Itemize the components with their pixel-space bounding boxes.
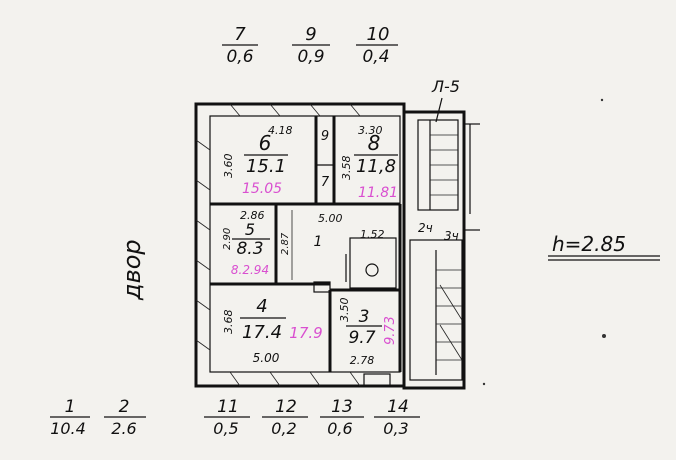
fraction-value: 0,6 — [327, 419, 352, 438]
scan-dot — [482, 382, 486, 386]
room-5-number: 5 — [245, 220, 255, 239]
stairwell — [402, 110, 480, 390]
room-8-dim-top: 3.30 — [358, 124, 383, 137]
room-5-pink-area: 8.2.94 — [231, 263, 269, 277]
bottom-fraction-11: 11 0,5 — [204, 397, 250, 438]
stairwell-outer — [402, 110, 466, 390]
room-3: 3 9.7 3.50 2.78 9.73 — [338, 298, 398, 368]
scan-dot — [602, 334, 606, 338]
column-block — [313, 281, 331, 293]
stair-steps-upper — [430, 134, 458, 196]
room-wc-outline — [349, 237, 397, 289]
fraction-value: 0,3 — [383, 419, 408, 438]
room-3-area: 9.7 — [348, 328, 375, 348]
bottom-fraction-12: 12 0,2 — [262, 397, 308, 438]
room-7-number: 7 — [321, 175, 330, 190]
room-3-number: 3 — [359, 307, 370, 327]
fraction-value: 0,9 — [297, 47, 324, 67]
room-5-area: 8.3 — [236, 239, 263, 259]
yard-label: двор — [118, 239, 146, 301]
entrance-door — [363, 373, 391, 387]
fraction-value: 0,5 — [213, 419, 238, 438]
fraction-value: 0,6 — [226, 47, 253, 67]
room-6-dim-top: 4.18 — [268, 124, 293, 137]
stair-steps-lower — [436, 269, 463, 361]
fraction-value: 0,4 — [362, 47, 389, 67]
fraction-number: 13 — [331, 397, 353, 417]
top-fraction-7: 7 0,6 — [222, 24, 258, 67]
room-9-number: 9 — [321, 129, 329, 144]
room-8-pink-area: 11.81 — [358, 185, 398, 201]
room-1: 5.00 1 — [314, 212, 343, 250]
ceiling-height: h=2.85 — [548, 232, 660, 261]
fraction-number: 9 — [305, 24, 316, 45]
room-3-dim-bottom: 2.78 — [350, 354, 375, 367]
room-wc-dim-top: 1.52 — [360, 228, 385, 241]
fraction-value: 10.4 — [50, 419, 86, 438]
stairwell-lower — [409, 239, 463, 381]
room-6: 4.18 6 15.1 3.60 15.05 — [222, 124, 293, 197]
fraction-number: 14 — [387, 397, 409, 417]
fraction-number: 1 — [65, 397, 76, 417]
fraction-value: 0,2 — [271, 419, 296, 438]
stair-room-2-label: 2ч — [418, 221, 433, 235]
ceiling-height-label: h=2.85 — [552, 232, 626, 256]
room-5-dim-inner: 2.87 — [280, 232, 291, 255]
room-8: 3.30 8 11,8 3.58 11.81 — [340, 124, 398, 201]
room-4-dim-bottom: 5.00 — [253, 351, 280, 365]
room-9: 9 — [321, 129, 329, 144]
fraction-number: 10 — [367, 24, 390, 45]
fraction-number: 7 — [234, 24, 246, 45]
room-4-number: 4 — [256, 296, 267, 317]
room-6-pink-area: 15.05 — [242, 181, 282, 197]
toilet-symbol — [365, 263, 379, 277]
room-8-number: 8 — [368, 131, 381, 155]
fraction-number: 11 — [217, 397, 239, 417]
bottom-fraction-1: 1 10.4 — [50, 397, 90, 438]
room-6-area: 15.1 — [246, 156, 286, 177]
wall-hatching-bottom — [229, 371, 361, 387]
room-wc: 1.52 — [360, 228, 385, 241]
room-6-number: 6 — [259, 131, 272, 155]
room-8-dim-side: 3.58 — [340, 156, 353, 181]
room-6-dim-side: 3.60 — [222, 154, 235, 179]
top-fraction-9: 9 0,9 — [292, 24, 330, 67]
wall-hatching-left — [195, 139, 211, 351]
fraction-number: 2 — [119, 397, 130, 417]
top-fraction-10: 10 0,4 — [356, 24, 398, 67]
room-5-dim-side: 2.90 — [222, 228, 233, 250]
stair-label: Л-5 — [431, 77, 460, 96]
stair-label-pointer — [435, 97, 443, 123]
room-8-area: 11,8 — [356, 156, 396, 177]
room-4-dim-side: 3.68 — [222, 310, 235, 335]
partitions — [210, 116, 402, 387]
room-4: 4 17.4 3.68 5.00 17.9 — [222, 296, 323, 365]
bottom-fraction-13: 13 0,6 — [320, 397, 364, 438]
room-3-dim-side: 3.50 — [338, 298, 351, 323]
room-1-dim-top: 5.00 — [318, 212, 343, 225]
stair-room-3-label: 3ч — [444, 229, 459, 243]
wall-hatching-top — [229, 103, 361, 117]
bottom-fraction-14: 14 0,3 — [374, 397, 420, 438]
room-3-pink-area: 9.73 — [383, 316, 398, 345]
room-5: 2.86 5 8.3 2.90 2.87 8.2.94 — [222, 209, 291, 277]
stair-rooms: 2ч 3ч — [418, 221, 459, 243]
scan-dot — [600, 98, 604, 102]
fraction-number: 12 — [275, 397, 297, 417]
room-7: 7 — [321, 175, 330, 190]
bottom-fraction-2: 2 2.6 — [104, 397, 146, 438]
room-4-area: 17.4 — [242, 322, 282, 343]
room-4-pink-area: 17.9 — [289, 324, 322, 342]
room-5-dim-top: 2.86 — [240, 209, 265, 222]
room-1-number: 1 — [314, 234, 323, 250]
fraction-value: 2.6 — [111, 419, 136, 438]
